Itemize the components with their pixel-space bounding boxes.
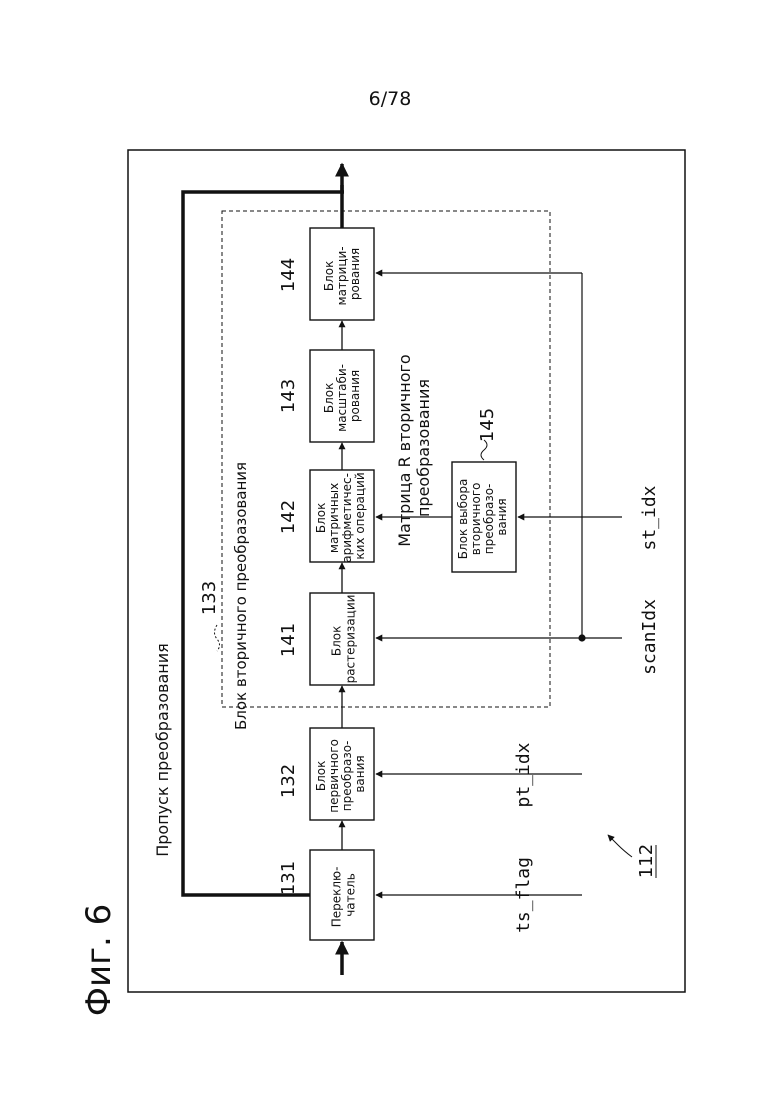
matrix-r-label: Матрица R вторичного преобразования [395, 349, 433, 547]
secondary-transform-group [222, 211, 550, 707]
ref-142: 142 [278, 500, 299, 534]
ref-143: 143 [278, 379, 299, 413]
ref-132: 132 [278, 764, 299, 798]
ref-144: 144 [278, 258, 299, 292]
ref-145: 145 [477, 408, 498, 442]
st-idx-label: st_idx [639, 485, 660, 550]
outer-frame [128, 150, 685, 992]
scan-idx-label: scanIdx [639, 599, 660, 675]
ts-flag-label: ts_flag [513, 857, 534, 933]
device-ref-112: 112 [636, 844, 657, 878]
device-ref-leader [608, 835, 632, 857]
pt-idx-label: pt_idx [513, 742, 534, 807]
ref-141: 141 [278, 623, 299, 657]
secondary-group-label: Блок вторичного преобразования [232, 462, 250, 730]
ref-133: 133 [199, 581, 220, 615]
ref-133-leader [215, 625, 220, 651]
transform-skip-label: Пропуск преобразования [153, 643, 172, 857]
figure-label: Фиг. 6 [79, 904, 119, 1016]
scan-idx-junction [578, 634, 585, 641]
ref-131: 131 [278, 861, 299, 895]
